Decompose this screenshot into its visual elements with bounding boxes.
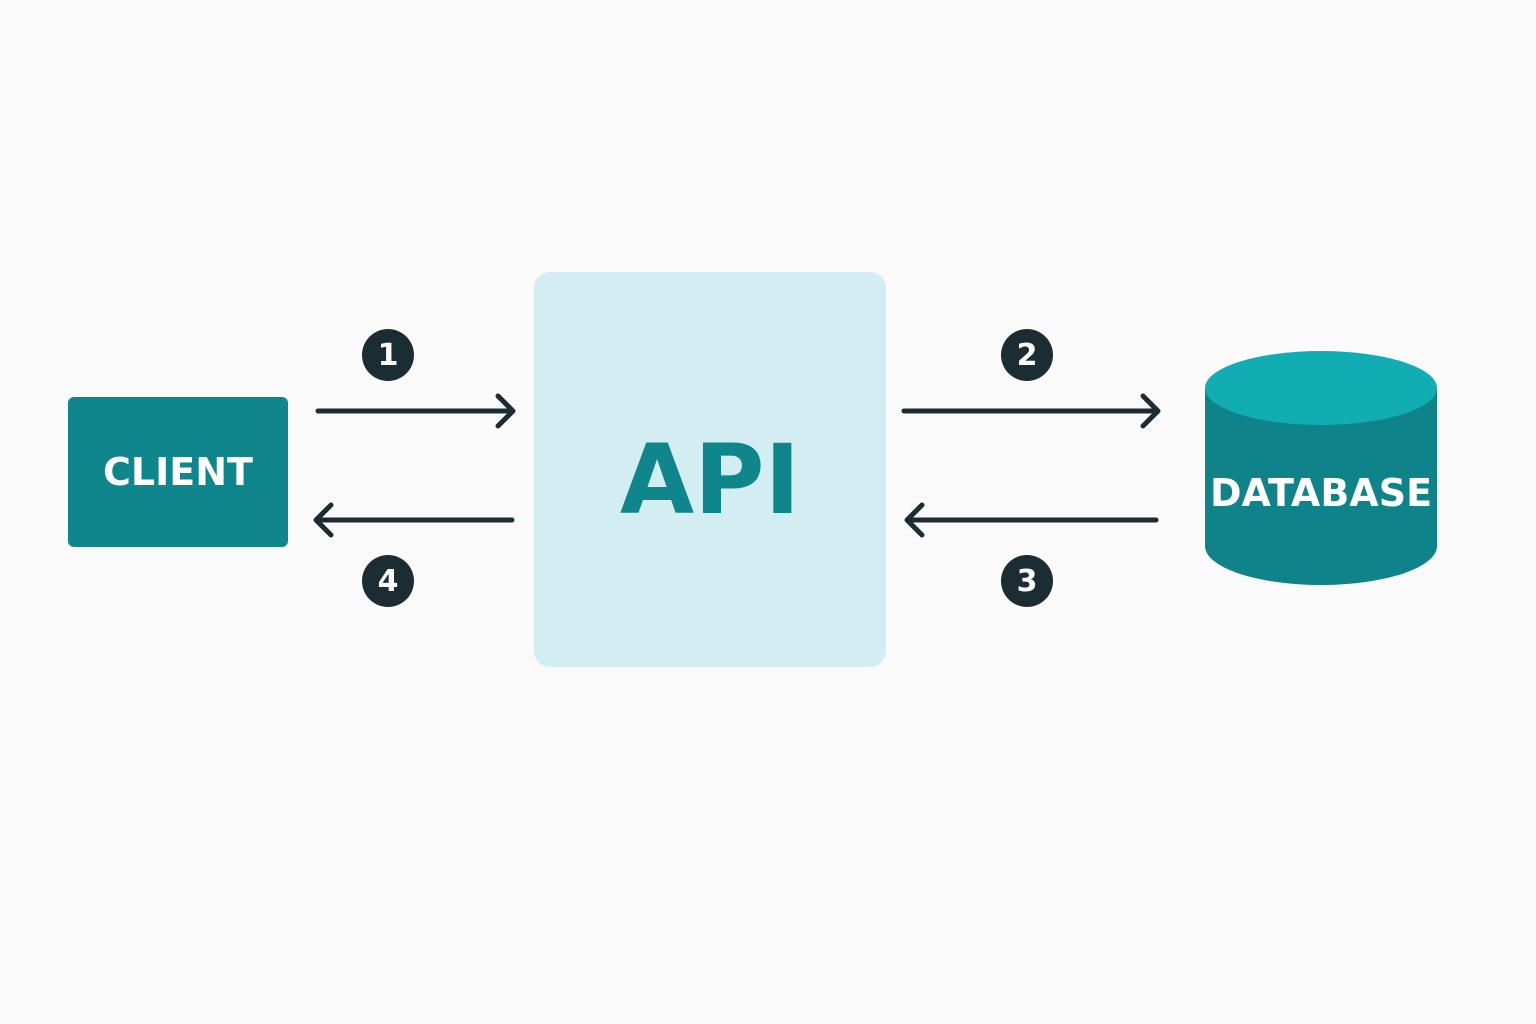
step-number: 1: [377, 337, 399, 373]
arrow-right-icon: [315, 393, 516, 429]
step-badge: 3: [1001, 555, 1053, 607]
api-node: API: [534, 272, 886, 667]
database-cylinder-icon: [1205, 351, 1437, 585]
step-number: 4: [377, 563, 399, 599]
arrow-left-icon: [904, 502, 1159, 538]
database-top: [1205, 351, 1437, 425]
step-badge: 2: [1001, 329, 1053, 381]
database-label: DATABASE: [1209, 471, 1433, 515]
api-label: API: [619, 423, 801, 536]
client-label: CLIENT: [103, 450, 253, 494]
step-badge: 1: [362, 329, 414, 381]
arrow-left-icon: [313, 502, 515, 538]
step-badge: 4: [362, 555, 414, 607]
step-number: 3: [1016, 563, 1038, 599]
step-number: 2: [1016, 337, 1038, 373]
arrow-right-icon: [901, 393, 1161, 429]
database-body: [1205, 388, 1437, 585]
client-node: CLIENT: [68, 397, 288, 547]
database-node: [1204, 350, 1438, 586]
